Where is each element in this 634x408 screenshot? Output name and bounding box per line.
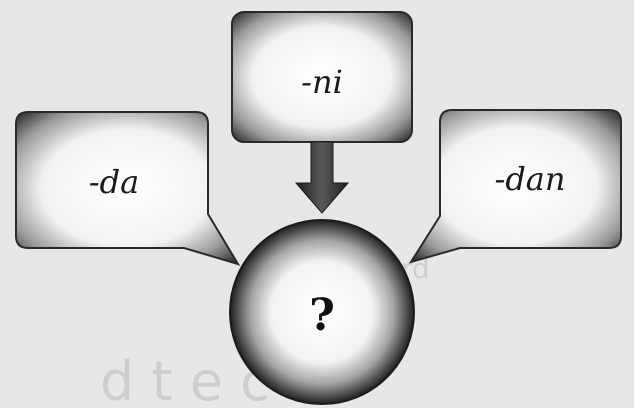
down-arrow-icon <box>294 141 350 214</box>
left-suffix-label: -da <box>89 163 139 201</box>
center-question-circle: ? <box>229 219 415 405</box>
right-suffix-label: -dan <box>495 160 566 198</box>
question-mark: ? <box>309 290 335 341</box>
svg-text:d t e c: d t e c <box>100 350 270 408</box>
top-suffix-label: -ni <box>301 63 343 101</box>
right-suffix-box: -dan <box>408 109 622 264</box>
left-suffix-box: -da <box>15 111 241 266</box>
top-suffix-box: -ni <box>231 11 413 143</box>
